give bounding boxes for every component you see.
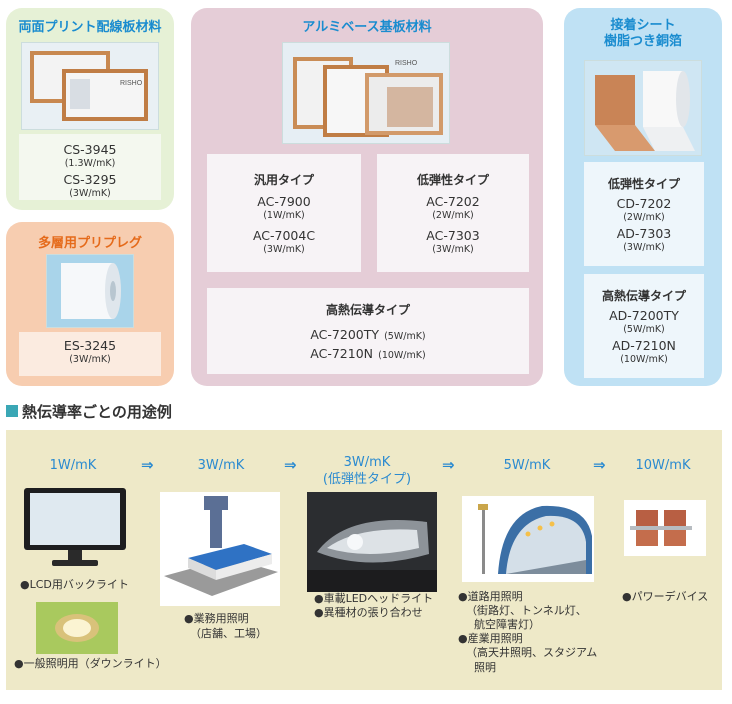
product-spec: (2W/mK) <box>432 210 474 221</box>
svg-text:RISHO: RISHO <box>120 80 143 87</box>
caption-industrial-3: 照明 <box>474 661 496 674</box>
aluminum-panel: アルミベース基板材料 RISHO 汎用タイプ AC-7900 (1W/mK) A… <box>191 8 543 386</box>
arrow-2: ⇒ <box>284 456 297 474</box>
adhesive-panel: 接着シート 樹脂つき銅箔 低弾性タイプ CD-7202 (2W/mK) AD-7… <box>564 8 722 386</box>
product-spec: (3W/mK) <box>263 244 305 255</box>
aluminum-boards-image: RISHO <box>293 57 443 137</box>
double-sided-panel: 両面プリント配線板材料 RISHO CS-3945 (1.3W/mK) CS-3… <box>6 8 174 210</box>
double-sided-card: CS-3945 (1.3W/mK) CS-3295 (3W/mK) <box>19 134 161 200</box>
rate-10w: 10W/mK <box>635 458 691 473</box>
product-name: AC-7303 <box>426 228 480 243</box>
adhesive-title-line1: 接着シート <box>610 18 676 33</box>
aluminum-general-card: 汎用タイプ AC-7900 (1W/mK) AC-7004C (3W/mK) <box>207 154 361 272</box>
lcd-monitor-image <box>22 486 128 570</box>
uses-heading: 熱伝導率ごとの用途例 <box>22 403 172 421</box>
prepreg-card: ES-3245 (3W/mK) <box>19 332 161 376</box>
caption-industrial-1: ●産業用照明 <box>458 632 523 645</box>
arrow-3: ⇒ <box>442 456 455 474</box>
product-name: CS-3945 <box>63 142 117 157</box>
caption-lcd: ●LCD用バックライト <box>20 578 129 591</box>
product-spec: (3W/mK) <box>623 242 665 253</box>
product-name: CS-3295 <box>63 172 117 187</box>
product-name: AC-7202 <box>426 194 480 209</box>
product-spec: (5W/mK) <box>384 331 426 342</box>
type-label: 低弾性タイプ <box>416 173 489 187</box>
product-name: AD-7303 <box>616 226 672 241</box>
type-label: 汎用タイプ <box>253 173 314 187</box>
caption-downlight: ●一般照明用（ダウンライト） <box>14 657 167 670</box>
aluminum-high-thermal-card: 高熱伝導タイプ AC-7200TY (5W/mK) AC-7210N (10W/… <box>207 288 529 374</box>
product-name: ES-3245 <box>63 338 117 353</box>
type-label: 高熱伝導タイプ <box>325 303 410 317</box>
double-sided-title: 両面プリント配線板材料 <box>18 20 162 35</box>
rate-low-elastic-label: (低弾性タイプ) <box>322 472 412 487</box>
caption-commercial-1: ●業務用照明 <box>184 612 249 625</box>
rate-1w: 1W/mK <box>49 458 97 473</box>
power-device-image <box>624 500 706 556</box>
type-label: 低弾性タイプ <box>607 177 680 191</box>
laminate-photo: RISHO <box>21 42 159 130</box>
aluminum-low-elastic-card: 低弾性タイプ AC-7202 (2W/mK) AC-7303 (3W/mK) <box>377 154 529 272</box>
arrow-1: ⇒ <box>141 456 154 474</box>
product-spec: (1.3W/mK) <box>64 158 116 169</box>
product-name: AC-7210N <box>310 346 374 361</box>
product-spec: (3W/mK) <box>69 188 111 199</box>
adhesive-low-elastic-card: 低弾性タイプ CD-7202 (2W/mK) AD-7303 (3W/mK) <box>584 162 704 266</box>
adhesive-high-thermal-card: 高熱伝導タイプ AD-7200TY (5W/mK) AD-7210N (10W/… <box>584 274 704 378</box>
caption-power: ●パワーデバイス <box>622 590 709 603</box>
caption-industrial-2: （高天井照明、スタジアム <box>466 646 598 659</box>
product-spec: (10W/mK) <box>620 354 668 365</box>
rate-3w: 3W/mK <box>197 458 245 473</box>
aluminum-title: アルミベース基板材料 <box>302 20 432 35</box>
product-name: AC-7900 <box>257 194 311 209</box>
product-spec: (5W/mK) <box>623 324 665 335</box>
caption-road-2: （街路灯、トンネル灯、 <box>466 604 587 617</box>
prepreg-roll-image <box>61 263 121 319</box>
caption-commercial-2: （店舗、工場） <box>190 627 267 640</box>
prepreg-photo <box>46 254 134 328</box>
adhesive-title-line2: 樹脂つき銅箔 <box>603 34 682 49</box>
product-name: AC-7200TY <box>310 327 379 342</box>
tunnel-image <box>462 496 594 582</box>
product-spec: (3W/mK) <box>69 354 111 365</box>
product-spec: (10W/mK) <box>378 350 426 361</box>
caption-road-1: ●道路用照明 <box>458 590 523 603</box>
product-name: CD-7202 <box>616 196 672 211</box>
downlight-image <box>36 602 118 654</box>
product-spec: (2W/mK) <box>623 212 665 223</box>
rate-3w-low-elastic: 3W/mK <box>343 455 391 470</box>
laminate-sheets-image: RISHO <box>30 51 148 121</box>
arrow-4: ⇒ <box>593 456 606 474</box>
product-name: AC-7004C <box>252 228 316 243</box>
prepreg-title: 多層用プリプレグ <box>37 236 142 251</box>
product-name: AD-7200TY <box>609 308 679 323</box>
product-spec: (1W/mK) <box>263 210 305 221</box>
product-spec: (3W/mK) <box>432 244 474 255</box>
caption-dissimilar: ●異種材の張り合わせ <box>314 606 423 619</box>
headlight-image <box>307 492 437 592</box>
aluminum-photo: RISHO <box>282 42 450 144</box>
caption-road-3: 航空障害灯） <box>474 618 540 631</box>
prepreg-panel: 多層用プリプレグ ES-3245 (3W/mK) <box>6 222 174 386</box>
adhesive-rolls-image <box>595 71 695 151</box>
adhesive-photo <box>584 60 702 156</box>
product-name: AD-7210N <box>612 338 676 353</box>
caption-headlight: ●車載LEDヘッドライト <box>314 592 434 605</box>
type-label: 高熱伝導タイプ <box>601 289 686 303</box>
uses-heading-square <box>6 405 18 417</box>
store-image <box>160 492 280 606</box>
adhesive-title: 接着シート 樹脂つき銅箔 <box>564 18 722 50</box>
rate-5w: 5W/mK <box>503 458 551 473</box>
svg-text:RISHO: RISHO <box>395 60 418 67</box>
